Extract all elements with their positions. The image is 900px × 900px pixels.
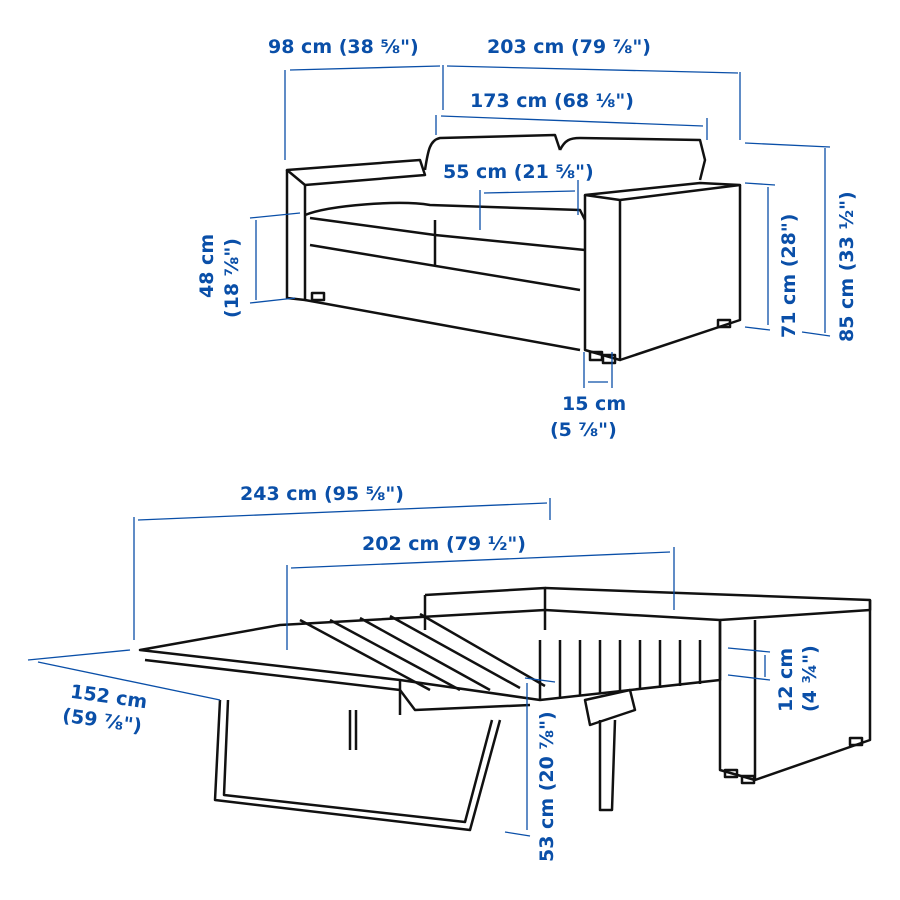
bed-total-length-label: 243 cm (95 ⅝"): [240, 483, 404, 505]
leg-height-cm-label: 15 cm: [562, 393, 627, 415]
dimension-lines: [27, 65, 831, 837]
sofa-inner-width-label: 173 cm (68 ⅛"): [470, 90, 634, 112]
arm-height-label: 71 cm (28"): [778, 213, 800, 338]
sofa-width-label: 203 cm (79 ⅞"): [487, 36, 651, 58]
sofa-depth-label: 98 cm (38 ⅝"): [268, 36, 419, 58]
bed-height-label: 53 cm (20 ⅞"): [536, 711, 558, 862]
seat-height-cm-label: 48 cm: [196, 233, 218, 298]
bed-drawing: [138, 586, 872, 832]
total-height-label: 85 cm (33 ½"): [836, 191, 858, 342]
seat-depth-label: 55 cm (21 ⅝"): [443, 161, 594, 183]
sofa-drawing: [285, 133, 742, 365]
seat-height-in-label: (18 ⅞"): [221, 238, 243, 318]
mattress-thickness-label: 12 cm (4 ¾"): [775, 645, 821, 712]
bed-length-label: 202 cm (79 ½"): [362, 533, 526, 555]
leg-height-in-label: (5 ⅞"): [550, 419, 617, 441]
